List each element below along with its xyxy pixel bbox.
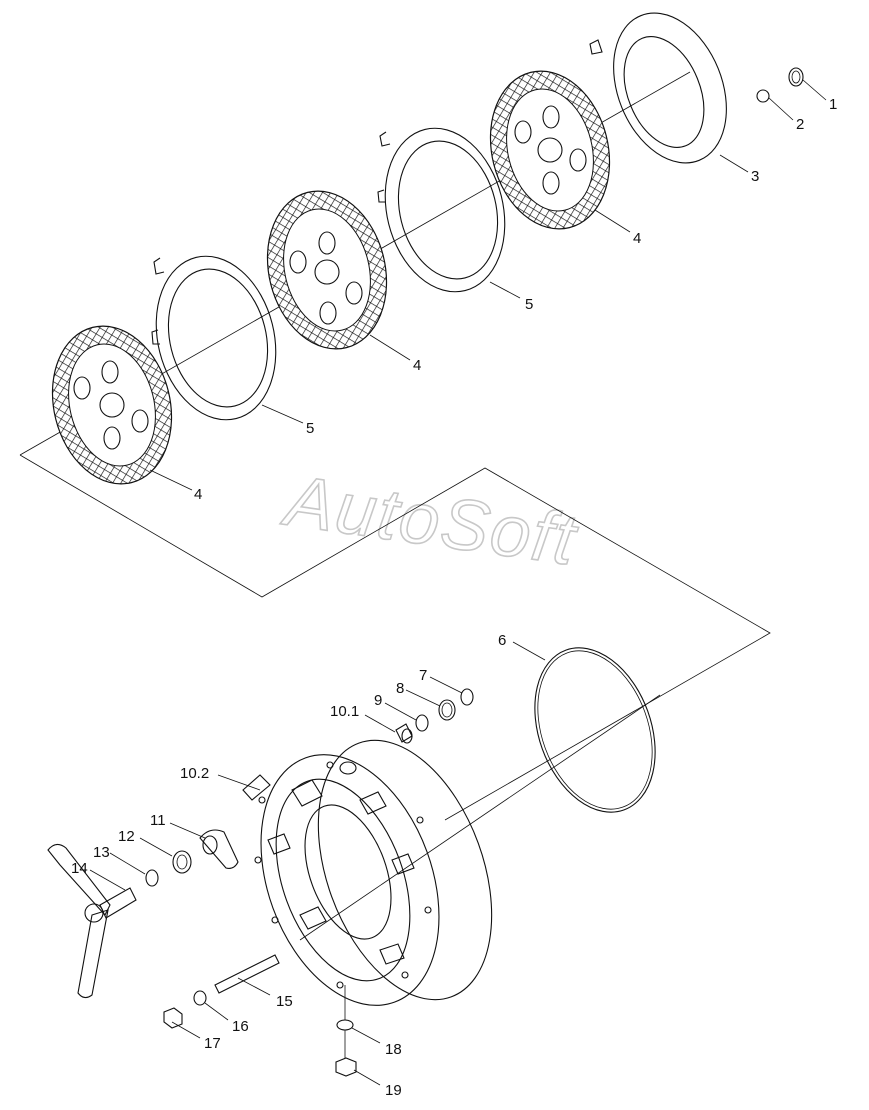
- steel-plate-5-lower: [151, 255, 277, 421]
- watermark-text: AutoSoft: [277, 460, 582, 581]
- part-1-seal: [788, 67, 804, 87]
- part-14-arm: [47, 843, 137, 999]
- reference-plane-outline: [19, 454, 771, 821]
- part-12-bearing: [172, 850, 192, 874]
- friction-disc-4-bottom: [51, 325, 173, 485]
- label-part-2: 2: [796, 116, 804, 133]
- part-8-seal: [438, 699, 456, 721]
- label-part-12: 12: [118, 828, 135, 845]
- part-10-1-bushing: [395, 723, 413, 744]
- label-part-17: 17: [204, 1035, 221, 1052]
- label-part-1: 1: [829, 96, 837, 113]
- label-part-8: 8: [396, 680, 404, 697]
- part-15-stud: [214, 954, 280, 994]
- part-16-washer: [193, 990, 207, 1006]
- o-ring-6: [534, 647, 656, 813]
- part-19-bolt: [335, 1030, 357, 1077]
- label-part-9: 9: [374, 692, 382, 709]
- part-11-lever: [199, 829, 239, 869]
- steel-plate-5-top: [377, 127, 506, 293]
- pressure-plate-3: [589, 12, 727, 164]
- label-part-10-2: 10.2: [180, 765, 209, 782]
- part-13-ring: [145, 869, 159, 887]
- label-part-19: 19: [385, 1082, 402, 1099]
- label-part-18: 18: [385, 1041, 402, 1058]
- friction-disc-4-top: [489, 70, 611, 230]
- lower-axis-line: [299, 694, 661, 941]
- label-part-16: 16: [232, 1018, 249, 1035]
- friction-disc-4-middle: [266, 190, 388, 350]
- label-part-5-lower: 5: [306, 420, 314, 437]
- part-9-ring: [415, 714, 429, 732]
- label-part-15: 15: [276, 993, 293, 1010]
- part-7-washer: [460, 688, 474, 706]
- label-part-3: 3: [751, 168, 759, 185]
- label-part-4-middle: 4: [413, 357, 421, 374]
- brake-housing-10-2: [242, 739, 493, 1006]
- label-part-4-top: 4: [633, 230, 641, 247]
- label-part-4-bottom: 4: [194, 486, 202, 503]
- label-part-10-1: 10.1: [330, 703, 359, 720]
- label-part-14: 14: [71, 860, 88, 877]
- leader-lines: [89, 79, 827, 1086]
- label-part-5-top: 5: [525, 296, 533, 313]
- label-part-11: 11: [150, 812, 166, 829]
- part-2-ball: [756, 89, 770, 103]
- label-part-7: 7: [419, 667, 427, 684]
- part-17-nut: [163, 1007, 183, 1029]
- label-part-6: 6: [498, 632, 506, 649]
- part-18-washer: [336, 985, 354, 1031]
- label-part-13: 13: [93, 844, 110, 861]
